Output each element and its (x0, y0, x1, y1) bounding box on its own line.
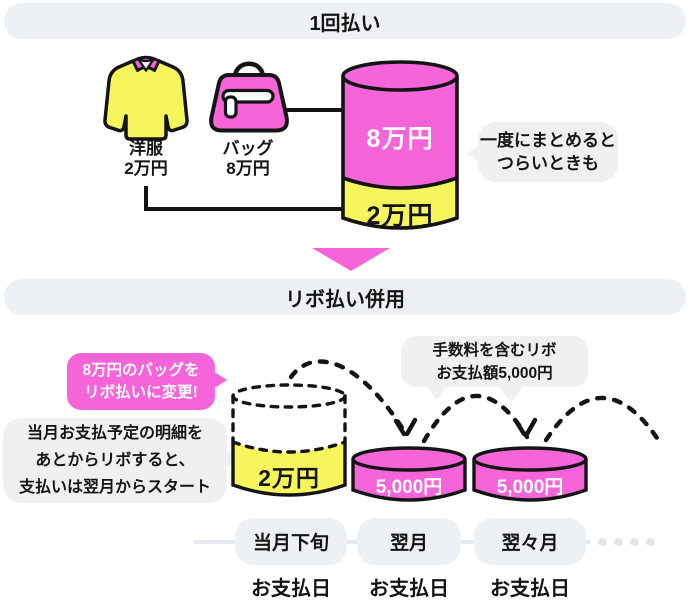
bubble-pointer-left (466, 145, 480, 163)
header-single-payment-label: 1回払い (309, 12, 381, 35)
total-payment-cylinder (341, 60, 459, 230)
timeline-pill-month-after-next: 翌々月 (474, 518, 586, 565)
clothes-icon (103, 55, 189, 141)
bag-icon (209, 61, 289, 133)
payment-day-label-2: お支払日 (369, 578, 449, 600)
continuation-dot (614, 538, 623, 546)
note-bubble-line2: あとからリボすると、 (35, 452, 195, 469)
payment-day-label-1: お支払日 (251, 578, 331, 600)
timeline-month-3: 翌々月 (501, 533, 559, 554)
bounce-arcs (288, 359, 664, 447)
fee-bubble: 手数料を含むリボ お支払額5,000円 (401, 336, 588, 403)
timeline-pill-current-month: 当月下旬 (235, 518, 347, 565)
continuation-dot (630, 538, 639, 546)
bubble-pointer-down (498, 385, 524, 403)
payment-disc-2 (472, 446, 588, 502)
cylinder-top-amount: 8万円 (366, 125, 434, 153)
header-single-payment: 1回払い (4, 3, 686, 39)
continuation-dot (598, 538, 607, 546)
cylinder-bottom-amount: 2万円 (366, 202, 434, 230)
clothes-connector-line-vertical (144, 186, 148, 211)
change-bubble-line2: リボ払いに変更! (84, 383, 198, 401)
timeline-month-2: 翌月 (389, 533, 428, 554)
timeline-month-1: 当月下旬 (252, 533, 329, 554)
change-bubble-line1: 8万円のバッグを (82, 361, 200, 379)
clothes-name: 洋服 (129, 139, 163, 158)
payment-day-label-3: お支払日 (490, 578, 570, 600)
timeline-pill-next-month: 翌月 (357, 518, 461, 565)
note-bubble: 当月お支払予定の明細を あとからリボすると、 支払いは翌月からスタート (3, 418, 240, 503)
disc-1-amount: 5,000円 (375, 477, 443, 498)
clothes-price: 2万円 (124, 159, 168, 178)
arrowhead-icon (513, 418, 527, 437)
change-to-revolving-bubble: 8万円のバッグを リボ払いに変更! (67, 353, 227, 410)
header-revolving-label: リボ払い併用 (285, 288, 405, 311)
clothes-connector-line-horizontal (144, 207, 347, 211)
bag-connector-line (284, 108, 346, 112)
remaining-payment-cylinder (231, 383, 347, 497)
note-bubble-line1: 当月お支払予定の明細を (26, 425, 203, 442)
payment-disc-1 (351, 446, 467, 502)
fee-bubble-line2: お支払額5,000円 (436, 364, 553, 382)
clothes-label: 洋服 2万円 (98, 139, 194, 179)
bubble-pointer-down (426, 385, 448, 400)
hardship-bubble-line1: 一度にまとめると (480, 131, 616, 150)
disc-2-amount: 5,000円 (496, 477, 564, 498)
bubble-pointer-right (213, 371, 227, 389)
bag-name: バッグ (222, 139, 274, 158)
down-arrow-icon (312, 248, 390, 271)
fee-bubble-line1: 手数料を含むリボ (432, 341, 557, 359)
hardship-bubble-line2: つらいときも (497, 154, 599, 173)
note-bubble-line3: 支払いは翌月からスタート (18, 479, 211, 496)
bag-price: 8万円 (226, 159, 270, 178)
bag-label: バッグ 8万円 (200, 139, 296, 179)
remaining-cylinder-amount: 2万円 (258, 465, 320, 491)
arrowhead-icon (393, 418, 407, 437)
continuation-dot (646, 538, 655, 546)
hardship-bubble: 一度にまとめると つらいときも (466, 122, 618, 182)
header-revolving: リボ払い併用 (4, 279, 686, 315)
